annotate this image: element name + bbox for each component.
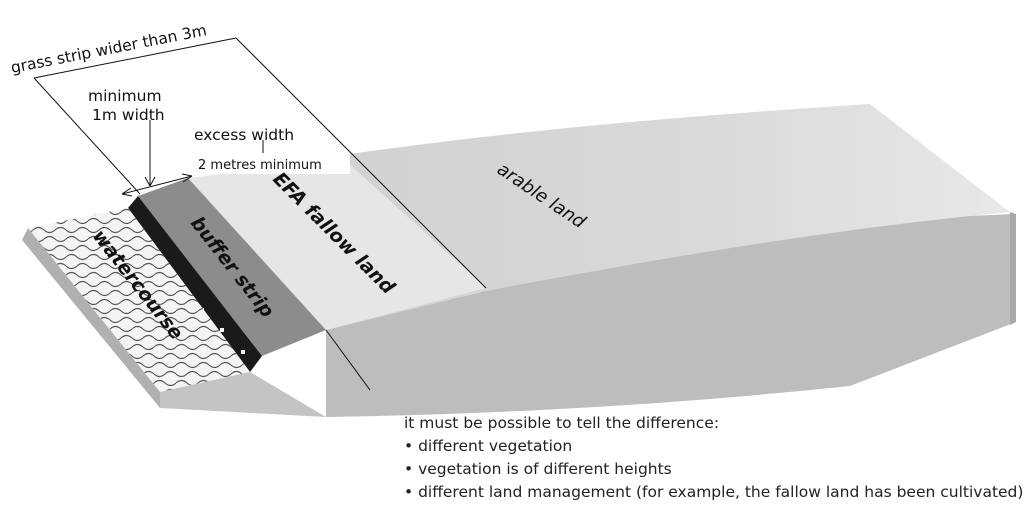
difference-note-heading: it must be possible to tell the differen… <box>404 414 720 432</box>
label-excess-width: excess width <box>194 126 294 144</box>
arable-land-end <box>1010 212 1016 325</box>
label-two-metres: 2 metres minimum <box>198 158 322 173</box>
label-two-metres-bg <box>194 153 350 174</box>
watercourse-front <box>160 372 326 417</box>
difference-note-item: • different vegetation <box>404 437 573 455</box>
arable-land-side <box>326 214 1016 417</box>
watercourse-side <box>22 228 160 408</box>
difference-note-item: • vegetation is of different heights <box>404 460 672 478</box>
difference-note: it must be possible to tell the differen… <box>404 412 1029 504</box>
difference-note-item: • different land management (for example… <box>404 483 1024 501</box>
buffer-strip-area <box>138 178 326 356</box>
label-minimum-line1: minimum <box>88 87 162 105</box>
label-minimum-line2: 1m width <box>92 106 165 124</box>
dimension-lines <box>33 37 487 391</box>
efa-fallow-land-area <box>188 160 486 330</box>
bank-strip <box>128 196 262 372</box>
